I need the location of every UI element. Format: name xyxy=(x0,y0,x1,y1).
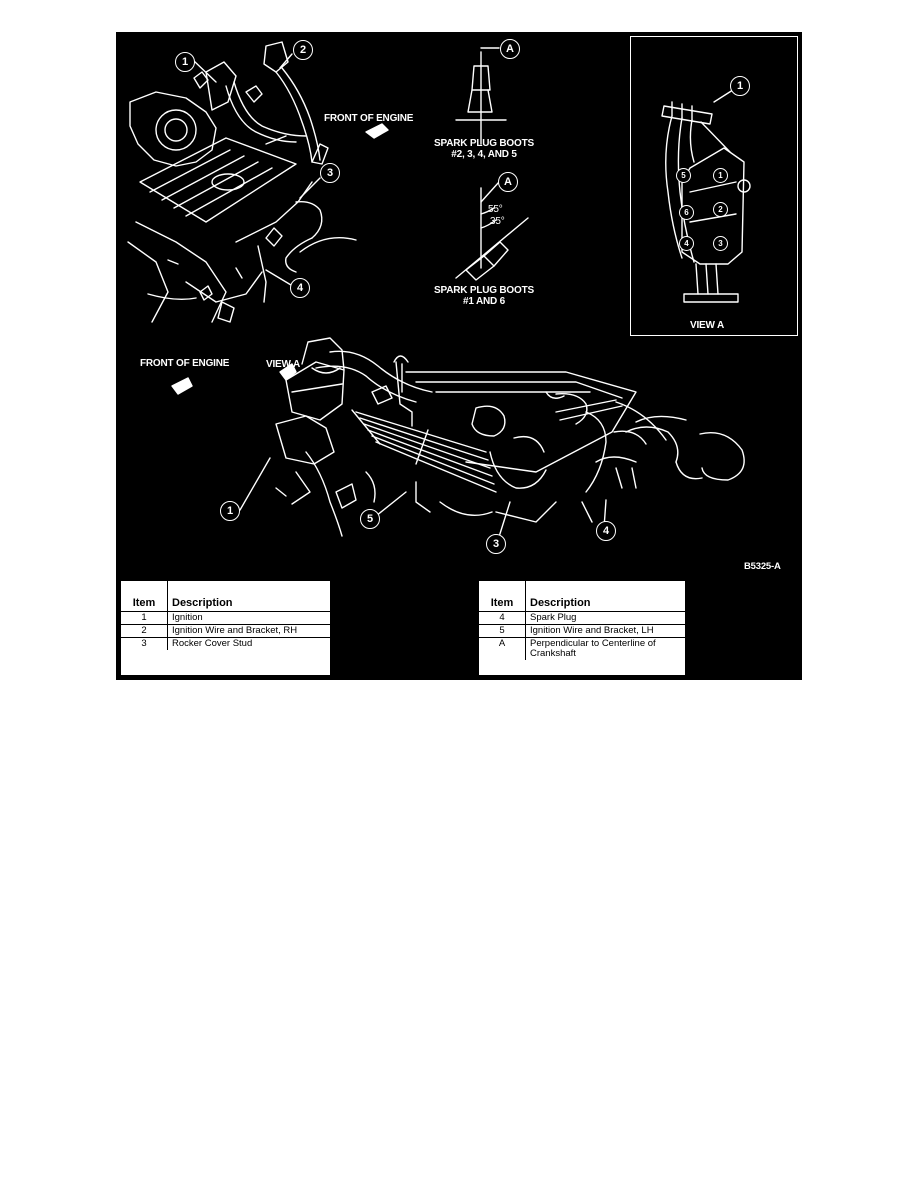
callout-top-1: 1 xyxy=(175,52,195,72)
legend-left-item: 2 xyxy=(121,624,168,638)
coil-number-3: 3 xyxy=(713,236,728,251)
legend-right-description: Perpendicular to Centerline of Crankshaf… xyxy=(530,638,656,659)
callout-top-2: 2 xyxy=(293,40,313,60)
legend-table-right: Item Description 4 Spark Plug 5 Ignition… xyxy=(478,580,686,676)
callout-bottom-5: 5 xyxy=(360,509,380,529)
legend-right-description: Spark Plug xyxy=(525,611,685,625)
boots-group2-line1: SPARK PLUG BOOTS xyxy=(434,285,534,296)
angle-55-label: 55° xyxy=(488,204,503,215)
callout-bottom-4: 4 xyxy=(596,521,616,541)
diagram-artwork xyxy=(127,41,751,541)
boots-group1-line1: SPARK PLUG BOOTS xyxy=(434,138,534,149)
legend-left-table: Item Description 1 Ignition 2 Ignition W… xyxy=(121,581,330,650)
legend-table-left: Item Description 1 Ignition 2 Ignition W… xyxy=(120,580,331,676)
legend-left-row: 2 Ignition Wire and Bracket, RH xyxy=(121,624,330,638)
legend-right-row: 5 Ignition Wire and Bracket, LH xyxy=(479,624,685,638)
legend-right-item: 4 xyxy=(479,611,526,625)
front-of-engine-label-top: FRONT OF ENGINE xyxy=(324,113,414,124)
legend-left-description: Ignition xyxy=(167,611,330,625)
front-of-engine-label-bottom: FRONT OF ENGINE xyxy=(140,358,230,369)
callout-boot-a1: A xyxy=(500,39,520,59)
legend-left-item-header: Item xyxy=(121,581,168,612)
legend-left-item: 3 xyxy=(121,637,168,650)
legend-left-description: Rocker Cover Stud xyxy=(172,638,253,649)
top-engine-detail xyxy=(127,41,357,323)
legend-left-row: 3 Rocker Cover Stud xyxy=(121,637,330,650)
angle-35-label: 35° xyxy=(490,216,505,227)
legend-left-item: 1 xyxy=(121,611,168,625)
coil-number-2: 2 xyxy=(713,202,728,217)
legend-right-row: A Perpendicular to Centerline of Cranksh… xyxy=(479,637,685,660)
callout-boot-a2: A xyxy=(498,172,518,192)
callout-top-3: 3 xyxy=(320,163,340,183)
callout-bottom-3: 3 xyxy=(486,534,506,554)
ignition-wire-diagram: FRONT OF ENGINE SPARK PLUG BOOTS #2, 3, … xyxy=(116,32,802,680)
spark-plug-boots-label-2: SPARK PLUG BOOTS #1 AND 6 xyxy=(414,285,554,307)
coil-number-1: 1 xyxy=(713,168,728,183)
boots-group2-line2: #1 AND 6 xyxy=(463,296,505,307)
spark-plug-boots-label-1: SPARK PLUG BOOTS #2, 3, 4, AND 5 xyxy=(414,138,554,160)
legend-right-item-header: Item xyxy=(479,581,526,612)
callout-top-4: 4 xyxy=(290,278,310,298)
legend-left-description: Ignition Wire and Bracket, RH xyxy=(167,624,330,638)
legend-right-description: Ignition Wire and Bracket, LH xyxy=(525,624,685,638)
boot-diagram-2 xyxy=(455,181,529,281)
boots-group1-line2: #2, 3, 4, AND 5 xyxy=(451,149,517,160)
figure-code: B5325-A xyxy=(744,561,781,572)
view-a-caption: VIEW A xyxy=(690,320,724,331)
legend-left-description-header: Description xyxy=(167,581,330,612)
legend-right-table: Item Description 4 Spark Plug 5 Ignition… xyxy=(479,581,685,660)
view-a-panel xyxy=(630,36,798,336)
coil-number-6: 6 xyxy=(679,205,694,220)
bottom-engine-detail xyxy=(275,337,745,537)
coil-number-5: 5 xyxy=(676,168,691,183)
legend-right-description-header: Description xyxy=(525,581,685,612)
coil-number-4: 4 xyxy=(679,236,694,251)
legend-right-item: 5 xyxy=(479,624,526,638)
boot-diagram-1 xyxy=(455,47,507,145)
legend-right-row: 4 Spark Plug xyxy=(479,611,685,625)
legend-left-row: 1 Ignition xyxy=(121,611,330,625)
callout-viewa-1: 1 xyxy=(730,76,750,96)
callout-bottom-1: 1 xyxy=(220,501,240,521)
legend-right-item: A xyxy=(479,637,526,660)
view-a-pointer-label: VIEW A xyxy=(266,359,300,370)
